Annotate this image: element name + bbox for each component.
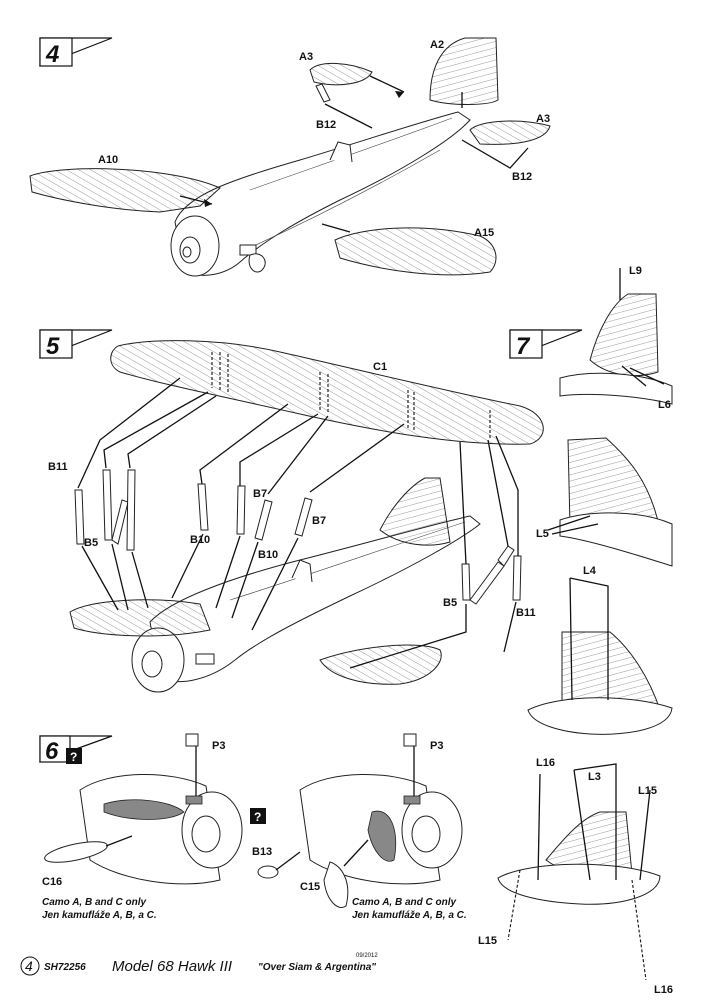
label-l9: L9 [629, 265, 642, 277]
step-4-badge: 4 [39, 37, 113, 68]
cowl-detail-right: P3 B13 C15 Camo A, B and C only Jen kamu… [252, 733, 467, 921]
wing-a15: A15 [321, 223, 497, 276]
page-number: 4 [25, 958, 33, 974]
label-b11-right: B11 [516, 607, 536, 619]
footer: 4 SH72256 Model 68 Hawk III "Over Siam &… [20, 953, 378, 976]
label-l15-top: L15 [638, 785, 657, 797]
step-number: 6 [45, 738, 59, 765]
tail-detail-l3-l15-l16: L16 L3 L15 L15 L16 [478, 757, 673, 996]
label-b10-lower: B10 [258, 549, 278, 561]
note-left-en: Camo A, B and C only [42, 897, 147, 908]
label-b5-right: B5 [443, 597, 457, 609]
label-b5-left: B5 [84, 537, 98, 549]
step-7-badge: 7 [509, 329, 583, 360]
label-b12-right: B12 [512, 171, 532, 183]
fin-step5 [379, 477, 451, 546]
step-number: 5 [46, 333, 60, 360]
fuselage-step5 [149, 515, 481, 683]
fuselage-step4 [174, 111, 471, 276]
fin-a2: A2 [429, 37, 499, 108]
label-l3: L3 [588, 771, 601, 783]
lower-wing-left-step5 [69, 599, 211, 637]
label-b13: B13 [252, 846, 272, 858]
question-icon: ? [66, 748, 82, 764]
label-l16-bottom: L16 [654, 984, 673, 996]
strut-b12-right: B12 [461, 139, 532, 183]
struts-b11-b5-right: B5 B11 [349, 435, 536, 669]
label-a2: A2 [430, 39, 444, 51]
note-right-en: Camo A, B and C only [352, 897, 457, 908]
lower-wing-right-step5 [319, 644, 442, 685]
label-p3-right: P3 [430, 740, 443, 752]
question-icon: ? [250, 808, 266, 824]
stabilizer-a3-left: A3 [299, 51, 405, 98]
engine-cowl-step4 [170, 215, 220, 277]
label-b12-left: B12 [316, 119, 336, 131]
cowl-detail-left: P3 C16 Camo A, B and C only Jen kamufláž… [42, 733, 243, 921]
step-7: 7 L9 L6 L5 L4 [509, 265, 673, 735]
tail-detail-l5: L5 [536, 437, 673, 567]
model-title: Model 68 Hawk III [112, 958, 232, 975]
wing-a10: A10 [29, 154, 221, 213]
struts-b11-b5-left: B11 B5 [48, 377, 217, 611]
strut-b12-left: B12 [315, 83, 373, 131]
tail-detail-l4: L4 [527, 565, 673, 735]
upper-wing-c1: C1 [110, 340, 544, 445]
stabilizer-a3-right: A3 [469, 113, 551, 145]
label-b11-left: B11 [48, 461, 68, 473]
step-4: 4 A10 A15 [29, 37, 551, 277]
label-l16-top: L16 [536, 757, 555, 769]
label-c1: C1 [373, 361, 387, 373]
print-date: 09/2012 [356, 953, 378, 959]
label-l5: L5 [536, 528, 549, 540]
label-l15-bottom: L15 [478, 935, 497, 947]
label-b7-upper: B7 [253, 488, 267, 500]
question-mark: ? [254, 810, 261, 824]
tail-detail-l9-l6: L9 L6 [559, 265, 673, 411]
label-a10: A10 [98, 154, 118, 166]
struts-b10-b7: B7 B10 B7 B10 [171, 403, 405, 631]
label-c16: C16 [42, 876, 62, 888]
note-left-cz: Jen kamufláže A, B, a C. [42, 910, 157, 921]
note-right-cz: Jen kamufláže A, B, a C. [352, 910, 467, 921]
step-number: 7 [516, 333, 531, 360]
label-a3-right: A3 [536, 113, 550, 125]
label-l4: L4 [583, 565, 597, 577]
label-b10-upper: B10 [190, 534, 210, 546]
kit-code: SH72256 [44, 962, 86, 973]
label-l6: L6 [658, 399, 671, 411]
model-subtitle: "Over Siam & Argentina" [258, 962, 376, 973]
step-number: 4 [45, 41, 59, 68]
step-6: 6 ? P3 C16 Camo A, B and C only Jen kamu… [39, 733, 673, 996]
label-p3-left: P3 [212, 740, 225, 752]
question-mark: ? [70, 750, 77, 764]
step-5-badge: 5 [39, 329, 113, 360]
label-a3-left: A3 [299, 51, 313, 63]
label-a15: A15 [474, 227, 494, 239]
step-5: 5 C1 [39, 329, 544, 693]
label-b7-lower: B7 [312, 515, 326, 527]
label-c15: C15 [300, 881, 320, 893]
